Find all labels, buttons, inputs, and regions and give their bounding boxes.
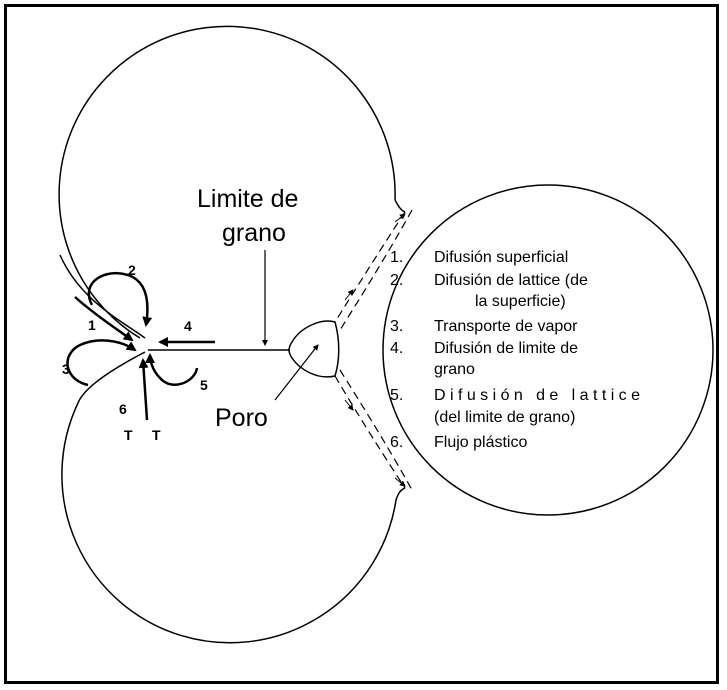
- legend-num-2: 2.: [390, 272, 403, 289]
- legend-text-4: Difusión de limite de: [434, 340, 578, 357]
- legend-num-5: 5.: [390, 387, 403, 404]
- right-neck-bottom: [395, 487, 406, 501]
- right-particle: [382, 184, 714, 516]
- mechanism-number-2: 2: [128, 262, 136, 278]
- mechanism-number-3: 3: [62, 361, 70, 377]
- pore-pointer: [274, 344, 319, 401]
- legend-text-5b: (del limite de grano): [434, 409, 575, 426]
- dashed-boundary-lower-2: [339, 369, 413, 491]
- legend-text-6: Flujo plástico: [434, 434, 527, 451]
- left-neck-lower: [77, 351, 146, 404]
- legend-text-3: Transporte de vapor: [434, 318, 578, 335]
- mechanism-arrow-3: [66, 339, 137, 387]
- mechanism-arrow-6: [138, 358, 149, 421]
- small-arrow-a: [394, 213, 406, 223]
- legend-num-6: 6.: [390, 434, 403, 451]
- bottom-particle: [61, 402, 397, 644]
- top-particle: [58, 25, 396, 339]
- mechanism-number-6: 6: [119, 401, 127, 417]
- pore-label: Poro: [215, 404, 268, 432]
- dislocation-symbol-right: T: [152, 427, 161, 443]
- dashed-boundary-upper: [334, 211, 406, 323]
- legend-num-1: 1.: [390, 249, 403, 266]
- mechanism-arrow-1: [74, 296, 134, 342]
- dashed-boundary-upper-2: [339, 209, 413, 331]
- legend-text-2: Difusión de lattice (de: [434, 272, 588, 289]
- grain-boundary-label-line1: Limite de: [197, 185, 298, 213]
- legend-text-2b: la superficie): [475, 293, 566, 310]
- mechanism-arrow-5: [145, 353, 199, 386]
- mechanism-number-5: 5: [200, 377, 208, 393]
- legend-text-4b: grano: [434, 361, 475, 378]
- small-arrow-b: [344, 289, 354, 301]
- mechanism-number-1: 1: [88, 317, 96, 333]
- grain-boundary-label-line2: grano: [222, 219, 286, 247]
- legend-text-1: Difusión superficial: [434, 249, 568, 266]
- legend-text-5: Difusión de lattice: [434, 387, 640, 404]
- right-neck-top: [394, 199, 406, 213]
- dislocation-symbol-left: T: [124, 427, 133, 443]
- left-neck-upper: [59, 254, 146, 339]
- small-arrow-d: [394, 477, 406, 487]
- small-arrow-c: [344, 399, 354, 411]
- legend: 1. Difusión superficial 2. Difusión de l…: [390, 249, 640, 451]
- dashed-boundary-lower: [334, 375, 406, 489]
- pore-shape: [288, 320, 340, 378]
- legend-num-3: 3.: [390, 318, 403, 335]
- mechanism-number-4: 4: [184, 318, 192, 334]
- mechanism-arrow-2: [87, 272, 153, 327]
- legend-num-4: 4.: [390, 340, 403, 357]
